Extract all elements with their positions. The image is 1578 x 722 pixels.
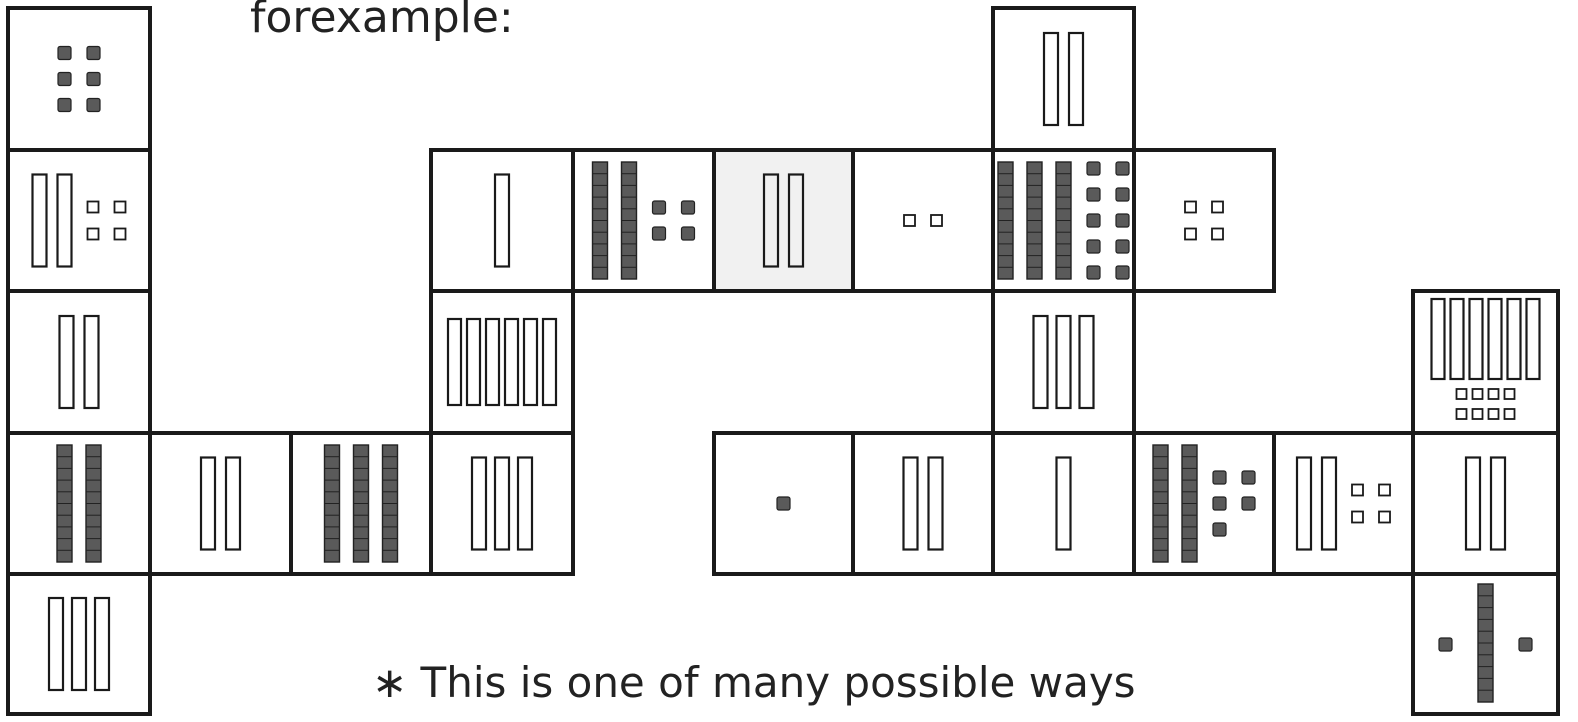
cell-g2 (853, 150, 993, 291)
unit-cube (87, 99, 100, 112)
cell-i4 (1134, 433, 1274, 574)
ten-rod (1153, 445, 1168, 562)
unit-cube (1087, 162, 1100, 175)
cells-layer (8, 8, 1558, 714)
cell-a1 (8, 8, 150, 150)
unit-cube (1087, 266, 1100, 279)
ten-rod (622, 162, 637, 279)
cell-border (1413, 291, 1558, 433)
unit-cube (1116, 162, 1129, 175)
unit-cube (1116, 214, 1129, 227)
cell-h2 (993, 150, 1134, 291)
cell-f2 (714, 150, 853, 291)
cell-a4 (8, 433, 150, 574)
cell-a3 (8, 291, 150, 433)
unit-cube (1116, 240, 1129, 253)
unit-cube (653, 227, 666, 240)
ten-rod (57, 445, 72, 562)
cell-a5 (8, 574, 150, 714)
unit-cube (87, 47, 100, 60)
cell-border (714, 150, 853, 291)
unit-cube (1242, 497, 1255, 510)
cell-e2 (573, 150, 714, 291)
cell-border (1134, 150, 1274, 291)
unit-cube (1087, 240, 1100, 253)
cell-border (8, 433, 150, 574)
cell-j4 (1274, 433, 1413, 574)
unit-cube (1213, 523, 1226, 536)
cell-border (431, 291, 573, 433)
cell-border (853, 150, 993, 291)
ten-rod (86, 445, 101, 562)
cell-border (993, 8, 1134, 150)
cell-a2 (8, 150, 150, 291)
ten-rod (354, 445, 369, 562)
unit-cube (58, 47, 71, 60)
cell-k4 (1413, 433, 1558, 574)
cell-i2 (1134, 150, 1274, 291)
unit-cube (1242, 471, 1255, 484)
ten-rod (998, 162, 1013, 279)
cell-border (431, 150, 573, 291)
ten-rod (325, 445, 340, 562)
cell-border (8, 574, 150, 714)
unit-cube (682, 201, 695, 214)
unit-cube (653, 201, 666, 214)
footer-note: ∗ This is one of many possible ways (372, 658, 1136, 707)
cell-border (993, 433, 1134, 574)
cell-h3 (993, 291, 1134, 433)
ten-rod (1182, 445, 1197, 562)
header-text: forexample: (250, 0, 514, 43)
unit-cube (1116, 266, 1129, 279)
cell-border (8, 8, 150, 150)
cell-border (993, 291, 1134, 433)
cell-border (150, 433, 291, 574)
cell-border (8, 150, 150, 291)
unit-cube (777, 497, 790, 510)
cell-d2 (431, 150, 573, 291)
cell-border (853, 433, 993, 574)
unit-cube (1519, 638, 1532, 651)
unit-cube (58, 73, 71, 86)
ten-rod (1478, 584, 1493, 702)
cell-border (1413, 433, 1558, 574)
ten-rod (383, 445, 398, 562)
cell-f4 (714, 433, 853, 574)
unit-cube (1087, 188, 1100, 201)
ten-rod (593, 162, 608, 279)
cell-g4 (853, 433, 993, 574)
unit-cube (1087, 214, 1100, 227)
cell-d4 (431, 433, 573, 574)
unit-cube (1213, 471, 1226, 484)
cell-border (431, 433, 573, 574)
unit-cube (1213, 497, 1226, 510)
cell-k3 (1413, 291, 1558, 433)
unit-cube (1116, 188, 1129, 201)
unit-cube (58, 99, 71, 112)
cell-k5 (1413, 574, 1558, 714)
cell-h1 (993, 8, 1134, 150)
cell-d3 (431, 291, 573, 433)
unit-cube (682, 227, 695, 240)
ten-rod (1056, 162, 1071, 279)
cell-b4 (150, 433, 291, 574)
unit-cube (87, 73, 100, 86)
cell-h4 (993, 433, 1134, 574)
cell-border (8, 291, 150, 433)
cell-border (1274, 433, 1413, 574)
cell-c4 (291, 433, 431, 574)
unit-cube (1439, 638, 1452, 651)
ten-rod (1027, 162, 1042, 279)
